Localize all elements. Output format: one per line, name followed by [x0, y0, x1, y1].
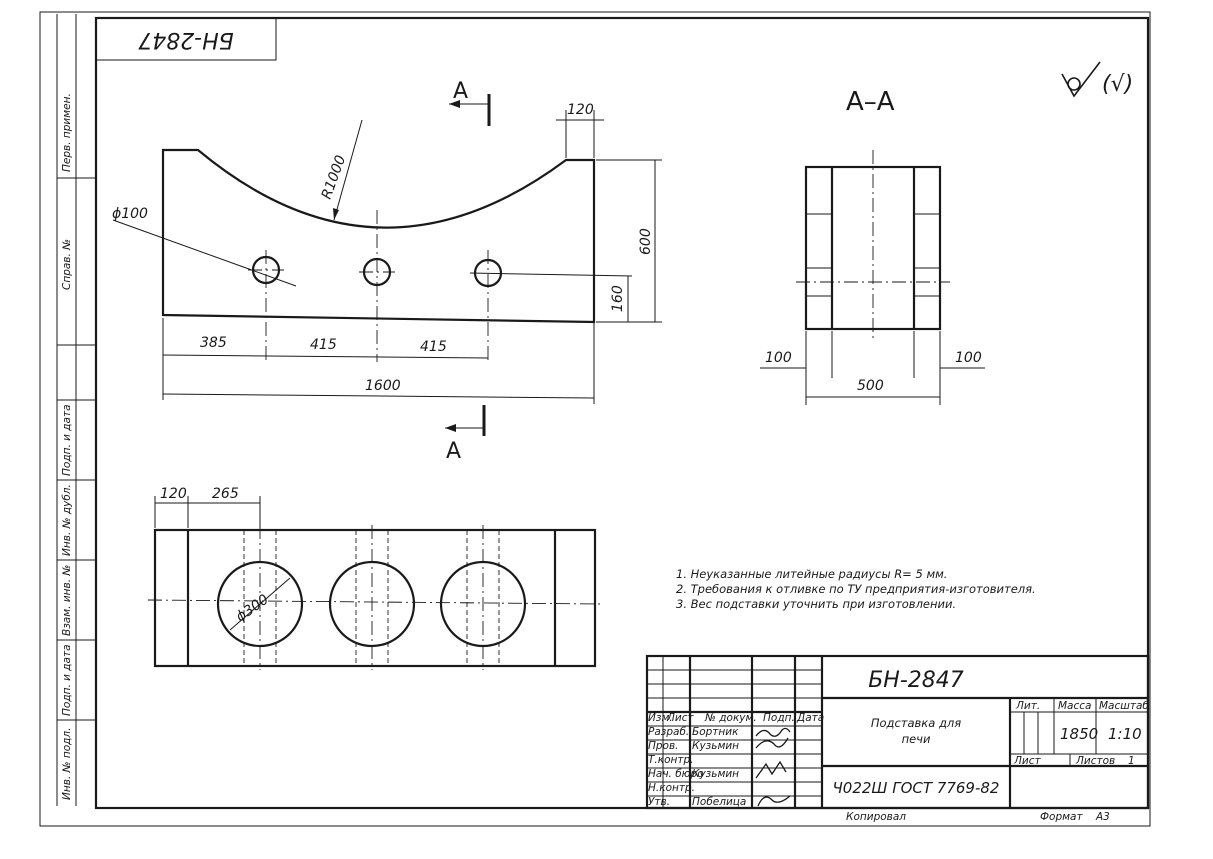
dim-phi300: ϕ300: [233, 591, 272, 625]
dim-120-plan: 120: [160, 486, 187, 502]
role-nkontr: Н.контр.: [648, 782, 695, 794]
dim-415-b: 415: [420, 339, 447, 355]
name-utv: Побелица: [692, 796, 746, 808]
sheet-label: Лист: [1013, 755, 1041, 767]
strip-inv-dubl: Инв. № дубл.: [61, 484, 73, 556]
frame: Перв. примен. Справ. № Подп. и дата Инв.…: [39, 11, 1151, 827]
name-razrab: Бортник: [692, 726, 739, 738]
strip-podp-data-top: Подп. и дата: [61, 404, 73, 476]
note-2: 2. Требования к отливке по ТУ предприяти…: [676, 582, 1036, 596]
dim-100-left: 100: [765, 350, 792, 366]
roughness-mark-text: (√): [1102, 72, 1133, 97]
roughness-symbol: (√): [1061, 61, 1133, 98]
strip-sprav-no: Справ. №: [61, 239, 73, 290]
dim-415-a: 415: [310, 337, 337, 353]
role-nach-buro: Нач. бюро: [648, 768, 704, 780]
hdr-izm: Изм.: [648, 712, 673, 724]
footer: Копировал Формат А3: [846, 811, 1110, 823]
hdr-podp: Подп.: [763, 712, 795, 724]
scale-value: 1:10: [1108, 725, 1142, 743]
strip-perv-primen: Перв. примен.: [61, 93, 73, 172]
signatures: [755, 727, 791, 807]
role-prov: Пров.: [648, 740, 679, 752]
hdr-list: Лист: [666, 712, 694, 724]
mass-value: 1850: [1060, 725, 1098, 743]
dim-600: 600: [638, 228, 654, 255]
name-prov: Кузьмин: [692, 740, 739, 752]
section-view-title: А–А: [846, 87, 895, 117]
title-designation: БН-2847: [868, 668, 964, 693]
part-name-line1: Подставка для: [871, 716, 961, 730]
mass-label: Масса: [1058, 700, 1091, 712]
note-3: 3. Вес подставки уточнить при изготовлен…: [676, 597, 956, 611]
plan-outline: [153, 528, 597, 668]
lit-label: Лит.: [1015, 700, 1040, 712]
plan-view: ϕ300 120 265: [147, 486, 601, 670]
technical-notes: 1. Неуказанные литейные радиусы R= 5 мм.…: [676, 567, 1036, 611]
scale-label: Масштаб: [1099, 700, 1149, 712]
note-1: 1. Неуказанные литейные радиусы R= 5 мм.: [676, 567, 947, 581]
rotated-designation: БН-2847: [138, 27, 234, 52]
dim-r1000: R1000: [319, 153, 350, 201]
copied-label: Копировал: [846, 811, 906, 823]
outer-border: [39, 11, 1151, 827]
name-nach-buro: Кузьмин: [692, 768, 739, 780]
section-mark-top: А: [453, 79, 468, 104]
dim-1600: 1600: [365, 378, 401, 394]
material: Ч022Ш ГОСТ 7769-82: [833, 779, 1000, 797]
front-view-outline: [161, 148, 596, 324]
dim-265-plan: 265: [212, 486, 239, 502]
format-value: А3: [1095, 811, 1110, 823]
part-name-line2: печи: [902, 732, 931, 746]
strip-inv-podl: Инв. № подл.: [61, 728, 73, 800]
hdr-data: Дата: [796, 712, 824, 724]
hdr-doc-no: № докум.: [704, 712, 757, 724]
section-mark-bottom: А: [446, 439, 461, 464]
strip-vzam-inv: Взам. инв. №: [61, 565, 73, 636]
front-view: R1000 ϕ100 120 600 160 385 415 415 1600: [112, 102, 662, 404]
title-block-frame: [645, 654, 1150, 810]
dim-160: 160: [610, 285, 626, 312]
title-block: Изм. Лист № докум. Подп. Дата Разраб. Бо…: [645, 654, 1150, 810]
strip-podp-data-bottom: Подп. и дата: [61, 644, 73, 716]
inner-border: [94, 16, 1150, 810]
role-razrab: Разраб.: [648, 726, 689, 738]
dim-phi100: ϕ100: [112, 206, 148, 222]
dim-385: 385: [200, 335, 227, 351]
dim-120-top: 120: [567, 102, 594, 118]
sheets-value: 1: [1128, 755, 1135, 767]
sheets-label: Листов: [1075, 755, 1115, 767]
dim-100-right: 100: [955, 350, 982, 366]
format-label: Формат: [1040, 811, 1083, 823]
section-marks: А А А–А: [445, 79, 895, 464]
role-utv: Утв.: [648, 796, 670, 808]
dim-500: 500: [857, 378, 884, 394]
rotated-designation-box: [95, 17, 277, 61]
role-tkontr: Т.контр.: [648, 754, 694, 766]
section-view: 100 100 500: [760, 150, 985, 405]
